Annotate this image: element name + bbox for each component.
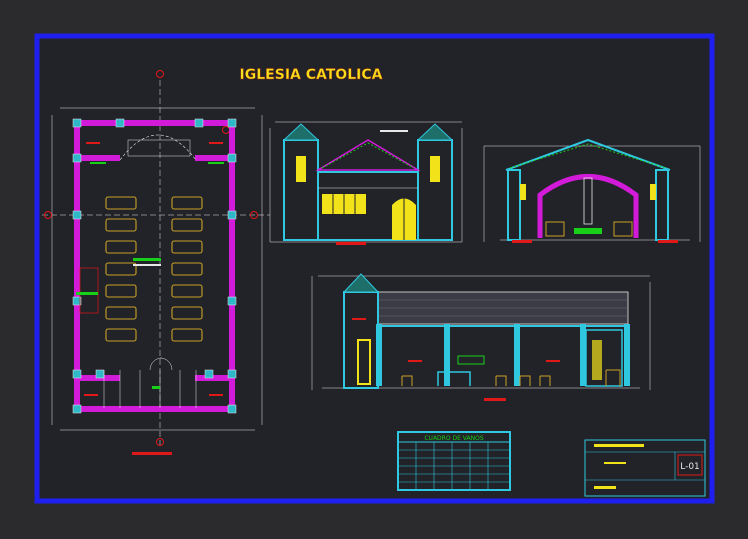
- table-title: CUADRO DE VANOS: [424, 435, 483, 442]
- title-block: L-01: [584, 439, 706, 497]
- cross-section: [483, 138, 701, 243]
- openings-table: CUADRO DE VANOS: [397, 431, 511, 491]
- floor-plan: [42, 70, 270, 455]
- front-elevation: [269, 121, 463, 245]
- drawing-title: IGLESIA CATOLICA: [240, 67, 383, 83]
- side-elevation: [311, 273, 651, 401]
- sheet-frame: [34, 33, 715, 504]
- sheet-code: L-01: [680, 462, 700, 472]
